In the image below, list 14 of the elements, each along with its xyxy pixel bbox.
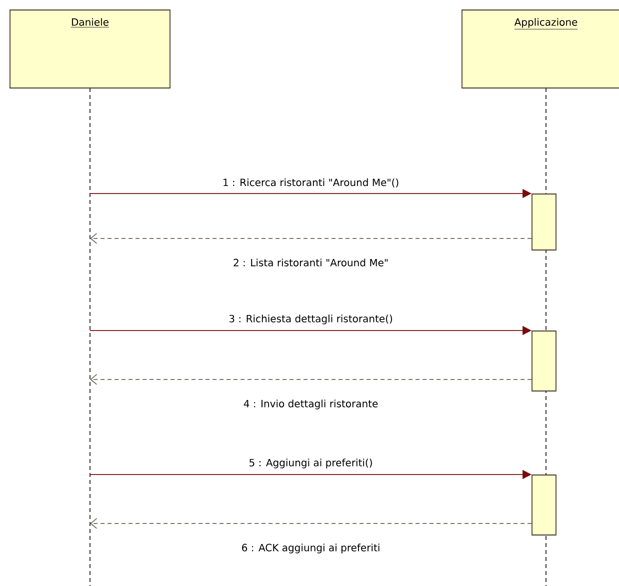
edge-label: 1 : Ricerca ristoranti "Around Me"() [221, 177, 400, 188]
edge-label: 6 : ACK aggiungi ai preferiti [240, 542, 382, 554]
message-arrow [90, 233, 532, 244]
edge-label: 3 : Richiesta dettagli ristorante() [228, 314, 394, 326]
message-arrow [90, 518, 532, 529]
activation-bar [532, 330, 556, 392]
lifeline-head: Applicazione [462, 10, 619, 88]
edge-label: 2 : Lista ristoranti "Around Me" [232, 258, 390, 268]
activation-bar [532, 194, 556, 250]
edge-label: 5 : Aggiungi ai preferiti() [248, 458, 374, 470]
lifeline-head: Daniele [10, 10, 170, 88]
message-arrow [90, 374, 532, 385]
edge-label: 4 : Invio dettagli ristorante [242, 398, 380, 410]
activation-bar [532, 474, 556, 536]
